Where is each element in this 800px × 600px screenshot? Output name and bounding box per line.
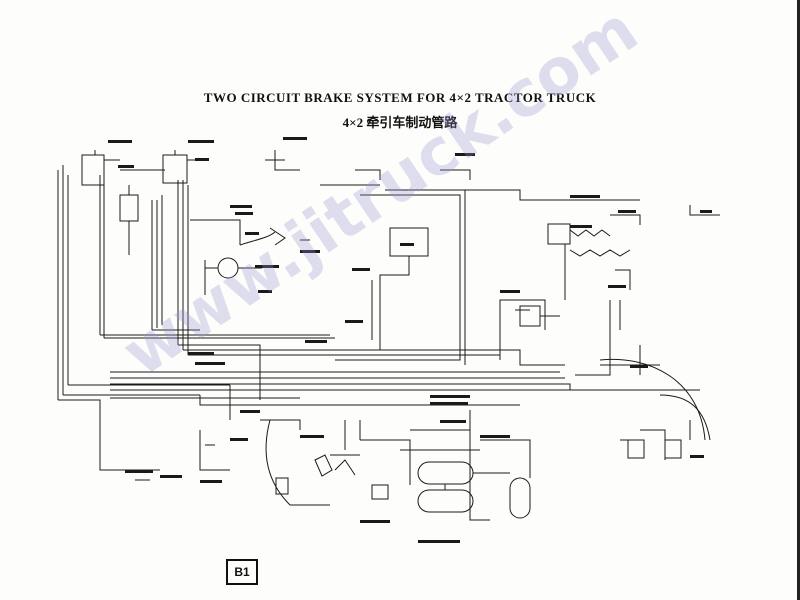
relay-valve-group bbox=[190, 219, 310, 295]
left-pipe-bundle bbox=[57, 165, 230, 471]
trailer-control-valve-group bbox=[510, 269, 660, 376]
page-number-box: B1 bbox=[226, 559, 258, 585]
rear-spring-brake-chamber bbox=[547, 199, 720, 300]
scan-edge bbox=[797, 0, 800, 600]
hand-brake-valve-group bbox=[260, 419, 411, 506]
air-reservoir-tanks bbox=[400, 410, 531, 521]
front-axle-chambers bbox=[599, 358, 711, 460]
air-reservoir-box bbox=[371, 227, 429, 350]
foot-brake-valve-group bbox=[265, 150, 381, 186]
diagram-subtitle-chinese: 4×2 牵引车制动管路 bbox=[342, 115, 458, 130]
main-horizontal-pipes bbox=[100, 329, 700, 420]
diagram-title: TWO CIRCUIT BRAKE SYSTEM FOR 4×2 TRACTOR… bbox=[203, 90, 597, 105]
right-main-loop bbox=[335, 169, 560, 365]
label-marks bbox=[108, 137, 712, 543]
